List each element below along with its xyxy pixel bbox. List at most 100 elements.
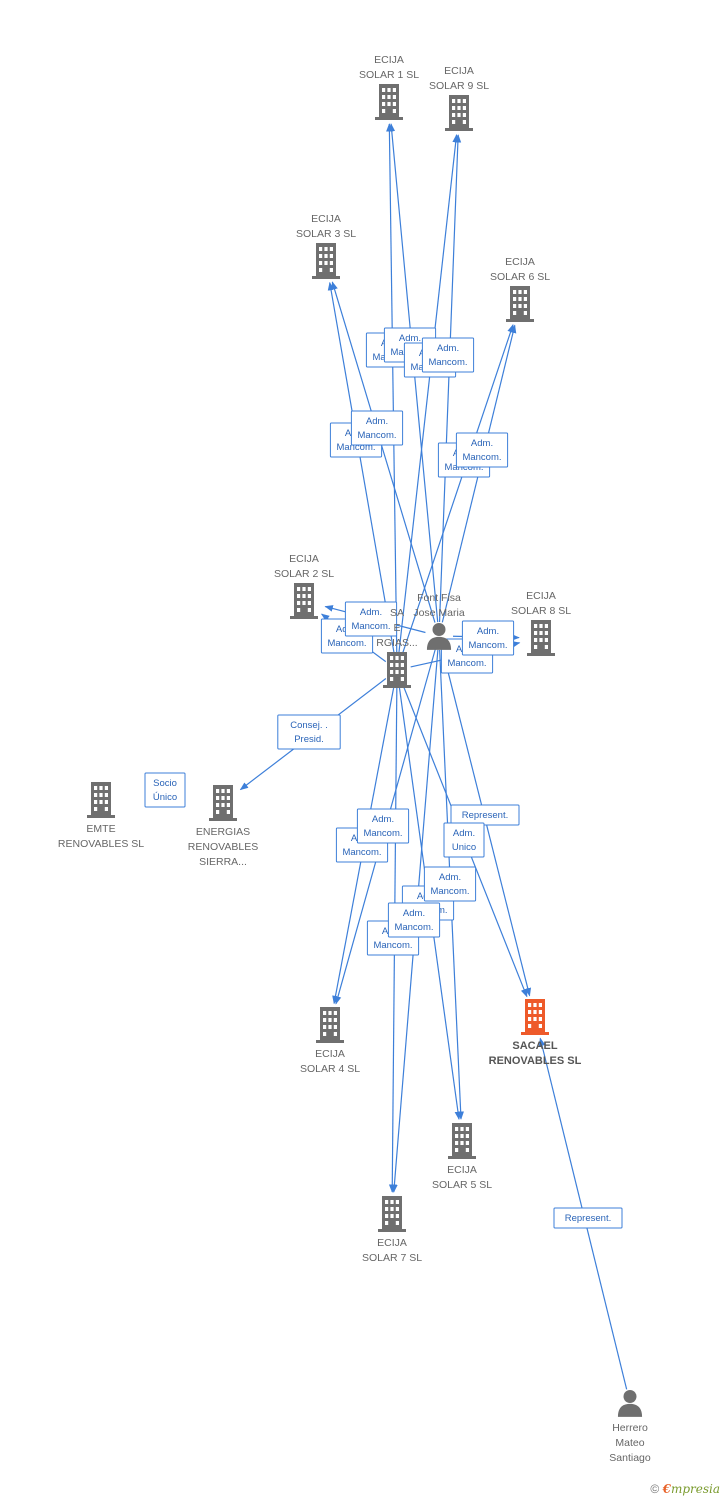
edge-font-to-ecija9 (438, 134, 462, 623)
building-icon (448, 1123, 476, 1159)
relation-tag-text: Mancom. (428, 357, 467, 368)
relation-tag-text: Adm. (477, 626, 499, 637)
relation-tag[interactable]: Adm. Mancom. (344, 601, 398, 637)
building-icon (383, 652, 411, 688)
relation-tag-text: Adm. (403, 908, 425, 919)
relation-tag[interactable]: Adm. Unico (443, 822, 485, 858)
relation-tag-text: Adm. (453, 828, 475, 839)
node-label: SOLAR 9 SL (429, 80, 489, 92)
edge-emte_mid-to-ecija9 (397, 134, 460, 657)
node-label: Herrero (612, 1422, 648, 1434)
relation-tag[interactable]: Adm.Mancom. (356, 808, 410, 844)
relation-tag-text: Mancom. (357, 430, 396, 441)
node-label: Jose Maria (413, 607, 465, 619)
node-label: SOLAR 4 SL (300, 1063, 360, 1075)
relation-tag-text: Represent. (565, 1213, 611, 1224)
relation-tag[interactable]: Adm. Mancom. (350, 410, 404, 446)
relation-tag-box (455, 432, 509, 468)
relation-tag[interactable]: Adm. Mancom. (387, 902, 441, 938)
relation-tag-text: Mancom. (394, 922, 433, 933)
edges-layer (239, 123, 628, 1390)
node-label: E (393, 622, 400, 634)
person-icon (617, 1390, 643, 1417)
building-icon (290, 583, 318, 619)
relation-tag[interactable]: Represent. (553, 1207, 623, 1229)
node-ecija7[interactable]: ECIJA SOLAR 7 SL (362, 1196, 422, 1264)
node-label: ECIJA (526, 590, 556, 602)
node-sierra[interactable]: ENERGIASRENOVABLESSIERRA... (188, 785, 258, 868)
relation-tag-text: Mancom. (430, 886, 469, 897)
node-label: SACAEL (512, 1040, 558, 1052)
relation-tag-text: Mancom. (342, 847, 381, 858)
relation-tag-box (421, 337, 475, 373)
node-ecija6[interactable]: ECIJA SOLAR 6 SL (490, 256, 550, 322)
node-label: SOLAR 6 SL (490, 271, 550, 283)
copyright-symbol: © (650, 1482, 660, 1496)
relation-tag-text: Mancom. (462, 452, 501, 463)
node-label: SIERRA... (199, 856, 247, 868)
relation-tag[interactable]: Adm. Mancom. (455, 432, 509, 468)
relation-tag-text: Adm. (471, 438, 493, 449)
relation-tag-text: Mancom. (351, 621, 390, 632)
relation-tag-text: Adm. (437, 343, 459, 354)
relation-tag[interactable]: Adm. Mancom. (421, 337, 475, 373)
relation-tag[interactable]: Adm.Mancom. (423, 866, 477, 902)
node-label: ECIJA (505, 256, 535, 268)
relation-tag-box (277, 714, 341, 750)
edge-emte_mid-to-ecija3 (327, 281, 396, 657)
node-ecija1[interactable]: ECIJA SOLAR 1 SL (359, 54, 419, 120)
building-icon (87, 782, 115, 818)
relation-tag[interactable]: Consej. . Presid. (277, 714, 341, 750)
building-icon (209, 785, 237, 821)
brand-logo-text: mpresia (670, 1482, 720, 1496)
relation-tag-box (387, 902, 441, 938)
relation-tag-text: Mancom. (336, 442, 375, 453)
node-label: Mateo (615, 1437, 644, 1449)
relation-tag-box (443, 822, 485, 858)
node-label: SOLAR 3 SL (296, 228, 356, 240)
node-label: ECIJA (447, 1164, 477, 1176)
relation-tag-box (344, 601, 398, 637)
node-label: SOLAR 7 SL (362, 1252, 422, 1264)
node-ecija2[interactable]: ECIJA SOLAR 2 SL (274, 553, 334, 619)
relation-tag-text: Adm. (366, 416, 388, 427)
node-label: RENOVABLES SL (58, 838, 144, 850)
edge-emte_mid-to-ecija6 (400, 324, 514, 657)
node-label: ECIJA (377, 1237, 407, 1249)
node-label: ECIJA (374, 54, 404, 66)
relation-tag[interactable]: Adm. Mancom. (461, 620, 515, 656)
building-icon (378, 1196, 406, 1232)
relation-tag-text: Mancom. (363, 828, 402, 839)
relation-tag-text: Único (153, 792, 177, 803)
brand-logo-e: € (662, 1482, 671, 1496)
relation-tag-box (350, 410, 404, 446)
relation-tag-text: Mancom. (373, 940, 412, 951)
relation-tag-text: Unico (452, 842, 476, 853)
node-emte_mid[interactable]: SAERGIAS... (376, 607, 418, 688)
relation-tag-box (356, 808, 410, 844)
node-label: SOLAR 2 SL (274, 568, 334, 580)
relation-tag-box (423, 866, 477, 902)
relation-tag[interactable]: Represent. (450, 804, 520, 826)
relation-tag-text: Mancom. (447, 658, 486, 669)
relation-tag-text: Mancom. (468, 640, 507, 651)
building-icon (521, 999, 549, 1035)
relation-tag-text: Adm. (360, 607, 382, 618)
node-label: RENOVABLES (188, 841, 258, 853)
node-label: Font Fisa (417, 592, 461, 604)
relation-tag-box (461, 620, 515, 656)
node-label: ECIJA (289, 553, 319, 565)
node-label: SOLAR 1 SL (359, 69, 419, 81)
relation-tag-text: Presid. (294, 734, 324, 745)
relation-tag-text: Consej. . (290, 720, 328, 731)
